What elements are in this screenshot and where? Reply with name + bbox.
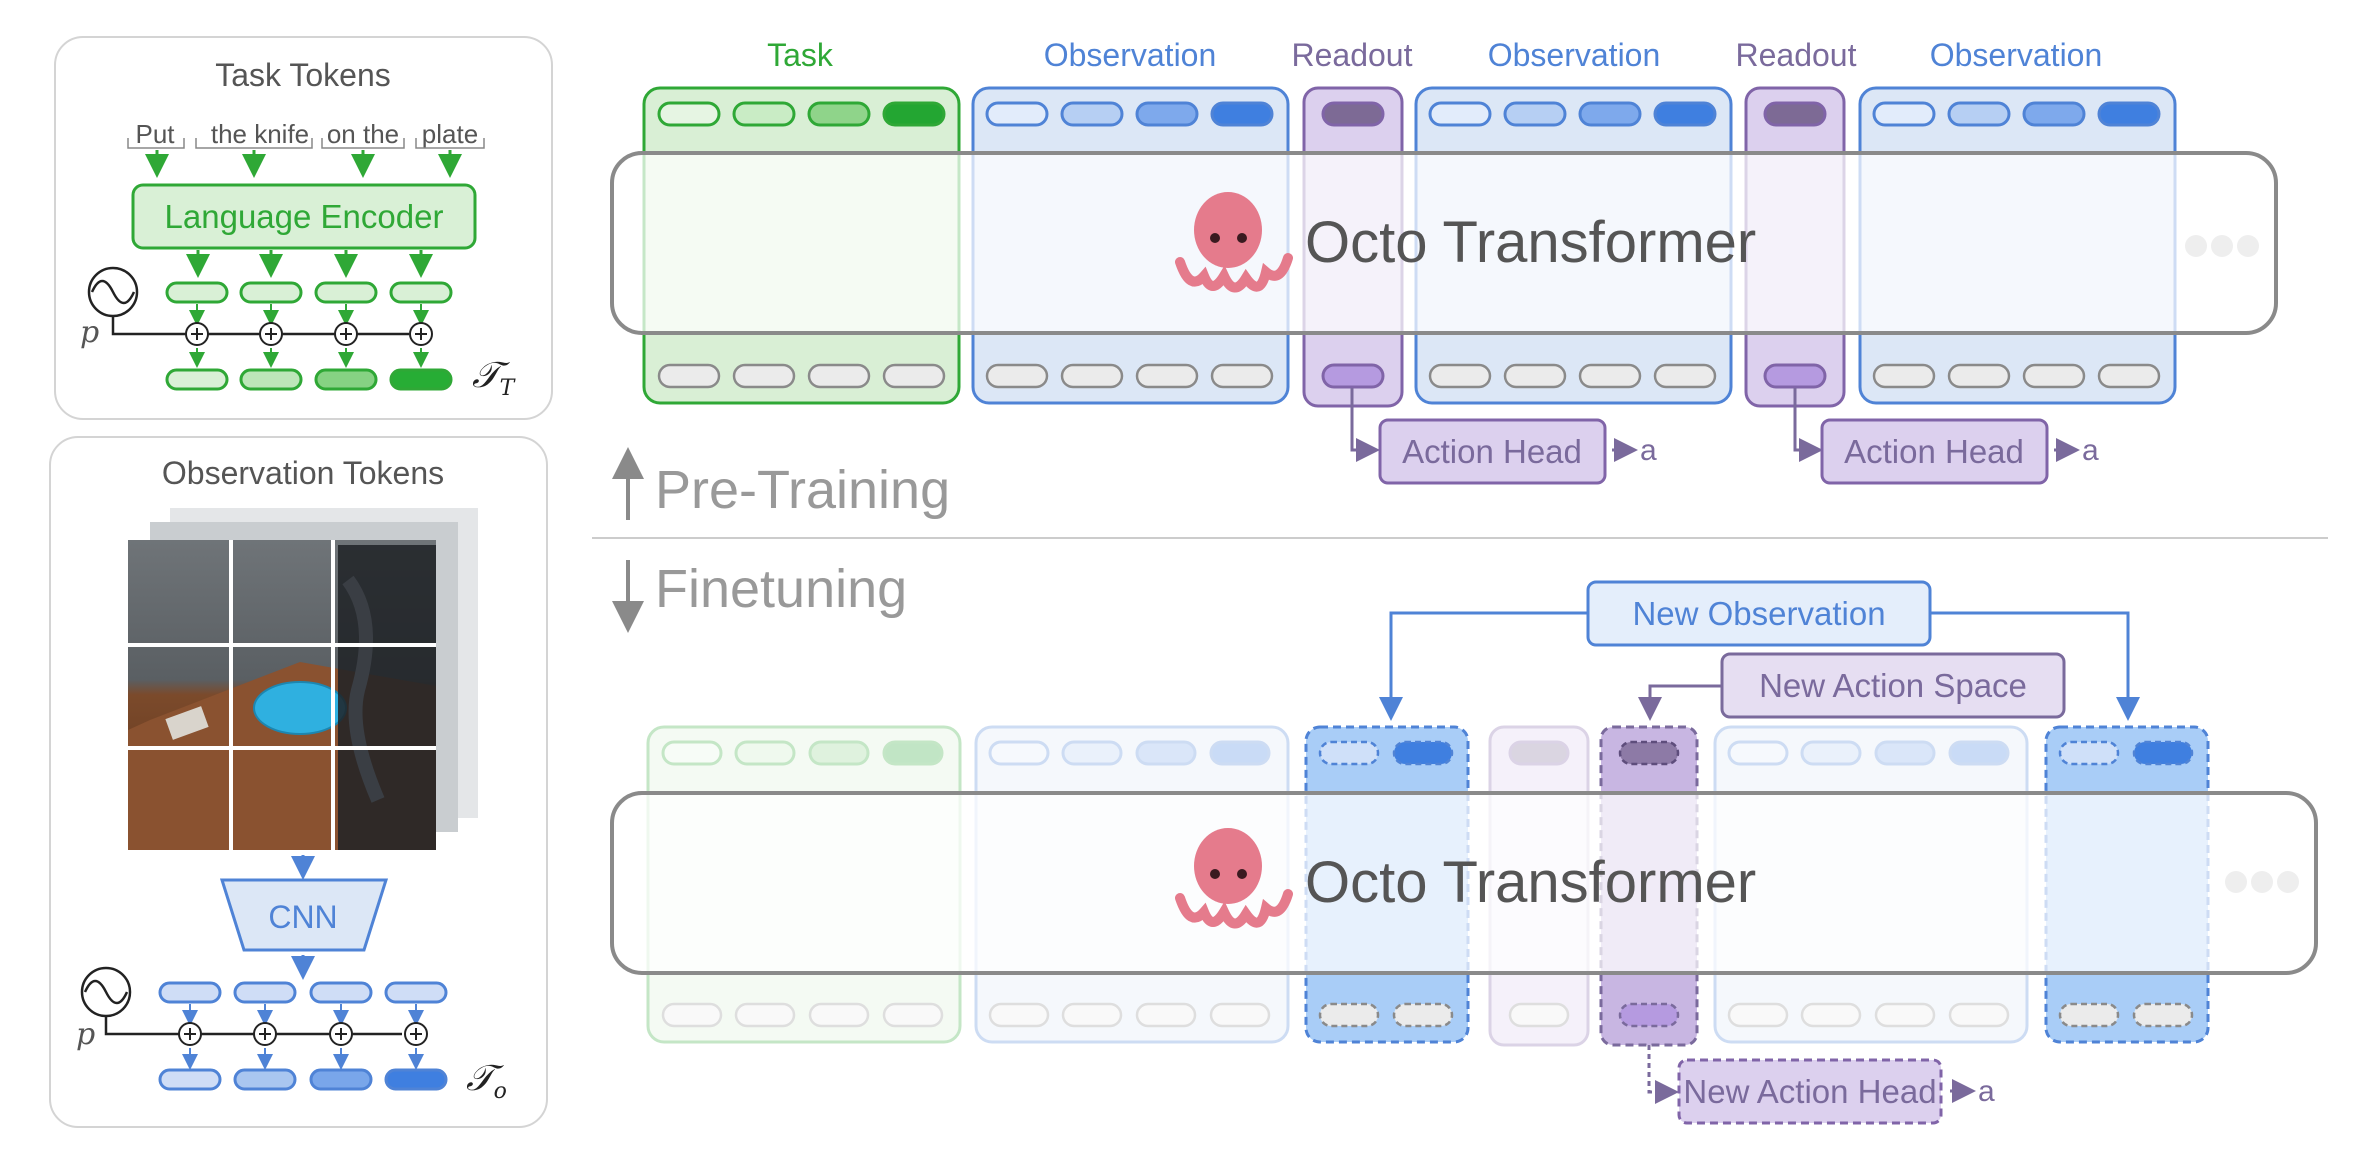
pretrain-input-tokens (657, 101, 2161, 127)
continuation-dots-pretrain (2185, 235, 2259, 257)
group-label-observation-1: Observation (1044, 37, 1217, 73)
action-head-2 (1820, 418, 2049, 485)
group-label-readout-1: Readout (1292, 37, 1413, 73)
pretraining-label: Pre-Training (655, 460, 950, 520)
cnn-label: CNN (268, 899, 337, 935)
action-head-1 (1378, 418, 1607, 485)
action-output-1: a (1640, 434, 1657, 467)
readout-output-token-2 (1763, 363, 1827, 389)
stage-labels: Pre-Training Finetuning (592, 447, 2328, 633)
task-p-label: p (80, 315, 99, 350)
observation-tokens-panel: Observation Tokens CNN (49, 436, 548, 1128)
cnn-block (219, 878, 389, 952)
task-embedding-tokens (165, 281, 453, 304)
new-output-tokens (1318, 1002, 2194, 1028)
language-encoder-label: Language Encoder (165, 198, 444, 235)
continuation-dots-finetune (2225, 871, 2299, 893)
task-tokens-panel: Task Tokens Put the knife on the plate L… (54, 36, 553, 420)
position-encoding-icon (87, 266, 409, 336)
word-brackets (127, 138, 485, 149)
finetuning-label: Finetuning (655, 559, 907, 619)
group-label-observation-3: Observation (1930, 37, 2103, 73)
obs-panel-title: Observation Tokens (162, 455, 444, 491)
pretrain-output-tokens (657, 363, 2161, 389)
octo-transformer-label-finetune: Octo Transformer (1305, 850, 1756, 915)
action-head-2-label: Action Head (1844, 433, 2024, 470)
language-encoder (131, 183, 477, 250)
octopus-icon-finetune (1175, 828, 1293, 929)
obs-p-label: p (76, 1017, 95, 1052)
task-word-1: Put (135, 119, 175, 149)
task-word-2: the knife (211, 119, 309, 149)
group-label-readout-2: Readout (1736, 37, 1857, 73)
readout-output-token-1 (1321, 363, 1385, 389)
finetuning-diagram: New Observation New Action Space (610, 580, 2318, 1125)
group-label-observation-2: Observation (1488, 37, 1661, 73)
task-words: Put the knife on the plate (127, 119, 485, 149)
pretraining-diagram: Task Observation Readout Observation Rea… (610, 37, 2278, 485)
new-action-output: a (1978, 1075, 1995, 1108)
obs-position-encoding-icon (80, 966, 402, 1036)
action-output-2: a (2082, 434, 2099, 467)
obs-embedding-tokens (158, 981, 448, 1004)
action-head-1-label: Action Head (1402, 433, 1582, 470)
new-input-tokens (1318, 740, 2194, 766)
obs-output-tokens (158, 1068, 448, 1091)
octo-transformer-label-pretrain: Octo Transformer (1305, 210, 1756, 275)
new-action-head-label: New Action Head (1683, 1073, 1936, 1110)
group-label-task: Task (767, 37, 834, 73)
new-action-head (1677, 1058, 1943, 1125)
octo-transformer-pretrain (610, 151, 2278, 335)
new-action-space-label: New Action Space (1759, 667, 2027, 704)
new-observation-label: New Observation (1632, 595, 1885, 632)
task-word-4: plate (422, 119, 478, 149)
task-output-tokens (165, 368, 453, 391)
word-arrows (145, 150, 462, 178)
octo-transformer-finetune (610, 791, 2318, 975)
camera-image-stack (128, 508, 478, 850)
octopus-icon (1175, 192, 1293, 293)
task-panel-title: Task Tokens (215, 57, 391, 93)
task-word-3: on the (327, 119, 399, 149)
